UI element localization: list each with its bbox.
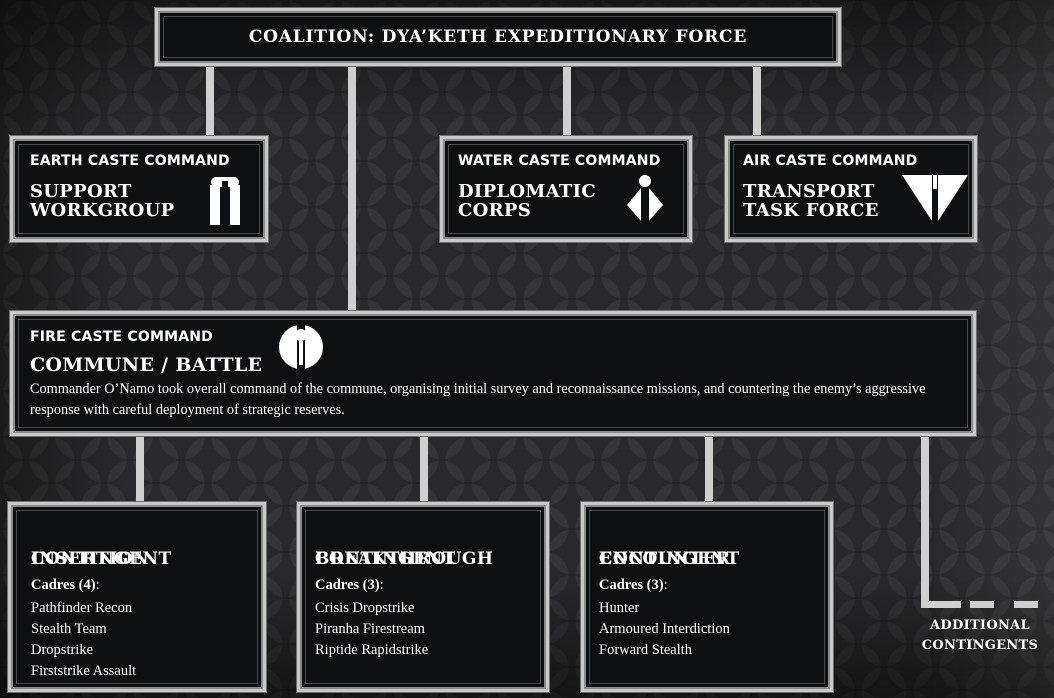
water-caste-label: WATER CASTE COMMAND	[458, 153, 661, 169]
fire-description: Commander O’Namo took overall command of…	[30, 381, 926, 418]
connector-additional-dash-2	[970, 601, 994, 608]
cadres-label: Cadres (3)	[315, 577, 380, 593]
insertion-cadres: Cadres (4):	[31, 577, 100, 594]
additional-line1: ADDITIONAL	[930, 618, 1030, 633]
connector-fire-to-insertion	[136, 432, 144, 504]
earth-unit-line1: SUPPORT	[30, 181, 132, 202]
air-caste-box: AIR CASTE COMMAND TRANSPORT TASK FORCE	[725, 136, 977, 242]
connector-top-to-water	[563, 60, 571, 140]
list-item: Pathfinder Recon	[31, 600, 133, 616]
connector-top-to-air	[753, 60, 761, 140]
contingent-title-b: CONTINGENT	[599, 549, 740, 569]
cadres-label: Cadres (3)	[599, 577, 664, 593]
contingent-title-b: CONTINGENT	[31, 549, 172, 569]
insertion-contingent-box: INSERTION CONTINGENT Cadres (4): Pathfin…	[8, 502, 266, 692]
insertion-cadre-list: Pathfinder Recon Stealth Team Dropstrike…	[31, 598, 136, 682]
breakthrough-contingent-box: BREAKTHROUGH CONTINGENT Cadres (3): Cris…	[297, 502, 549, 692]
additional-line2: CONTINGENTS	[921, 638, 1039, 653]
connector-fire-to-additional	[921, 432, 929, 608]
list-item: Stealth Team	[31, 621, 107, 637]
connector-top-to-earth	[206, 60, 214, 140]
encounter-contingent-box: ENCOUNTER CONTINGENT Cadres (3): Hunter …	[581, 502, 833, 692]
connector-additional-dash-3	[1014, 601, 1038, 608]
connector-fire-to-breakthrough	[420, 432, 428, 504]
encounter-cadres: Cadres (3):	[599, 577, 668, 594]
fire-caste-box: FIRE CASTE COMMAND COMMUNE / BATTLE Comm…	[10, 311, 976, 436]
cadres-label: Cadres (4)	[31, 577, 96, 593]
cadres-suffix: :	[663, 577, 668, 593]
air-caste-label: AIR CASTE COMMAND	[743, 153, 918, 169]
coalition-title: COALITION: DYA’KETH EXPEDITIONARY FORCE	[248, 27, 748, 47]
connector-fire-to-encounter	[705, 432, 713, 504]
cadres-suffix: :	[379, 577, 384, 593]
air-caste-icon	[902, 175, 968, 221]
connector-top-to-fire	[348, 60, 356, 318]
list-item: Hunter	[599, 600, 640, 616]
earth-caste-label: EARTH CASTE COMMAND	[30, 153, 230, 169]
fire-caste-label: FIRE CASTE COMMAND	[30, 329, 213, 345]
contingent-title-a: INSERTION	[31, 549, 150, 569]
connector-additional-dash-1	[921, 601, 961, 608]
water-caste-box: WATER CASTE COMMAND DIPLOMATIC CORPS	[440, 136, 692, 242]
air-unit-line2: TASK FORCE	[743, 200, 879, 221]
earth-unit-line2: WORKGROUP	[30, 200, 175, 221]
additional-contingents-label: ADDITIONAL CONTINGENTS	[908, 616, 1052, 656]
coalition-box: COALITION: DYA’KETH EXPEDITIONARY FORCE	[155, 8, 841, 66]
water-unit-line1: DIPLOMATIC	[458, 181, 596, 202]
list-item: Piranha Firestream	[315, 621, 425, 637]
water-unit-line2: CORPS	[458, 200, 531, 221]
list-item: Armoured Interdiction	[599, 621, 730, 637]
list-item: Forward Stealth	[599, 642, 693, 658]
contingent-title-b: CONTINGENT	[315, 549, 456, 569]
encounter-cadre-list: Hunter Armoured Interdiction Forward Ste…	[599, 598, 730, 661]
water-caste-icon	[627, 175, 663, 221]
list-item: Firststrike Assault	[31, 663, 137, 679]
contingent-title-a: ENCOUNTER	[599, 549, 731, 569]
breakthrough-cadres: Cadres (3):	[315, 577, 384, 594]
cadres-suffix: :	[95, 577, 100, 593]
air-unit-line1: TRANSPORT	[743, 181, 875, 202]
breakthrough-cadre-list: Crisis Dropstrike Piranha Firestream Rip…	[315, 598, 428, 661]
fire-unit-name: COMMUNE / BATTLE	[30, 354, 263, 376]
earth-caste-box: EARTH CASTE COMMAND SUPPORT WORKGROUP	[10, 136, 268, 242]
fire-caste-icon	[279, 323, 323, 371]
earth-caste-icon	[210, 177, 240, 225]
contingent-title-a: BREAKTHROUGH	[315, 549, 494, 569]
list-item: Riptide Rapidstrike	[315, 642, 429, 658]
list-item: Dropstrike	[31, 642, 94, 658]
list-item: Crisis Dropstrike	[315, 600, 415, 616]
